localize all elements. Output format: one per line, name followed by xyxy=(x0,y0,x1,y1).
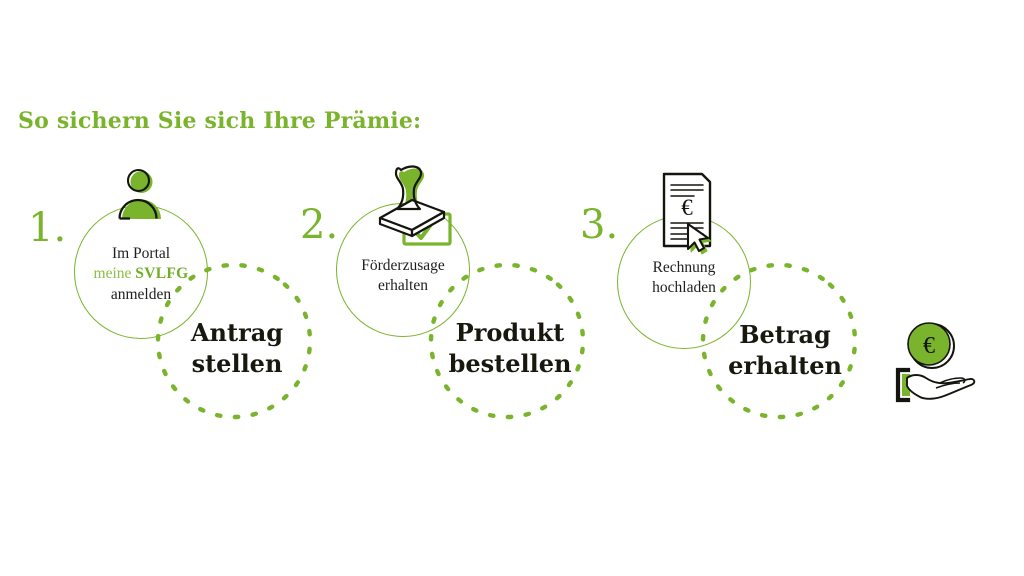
step-2-outcome-line-2: bestellen xyxy=(448,348,572,378)
coin-euro-symbol: € xyxy=(923,333,935,359)
step-1-brand-name: SVLFG xyxy=(135,265,189,283)
step-1-outcome-line-2: stellen xyxy=(191,348,283,378)
stamp-approval-icon xyxy=(366,164,462,256)
step-1-brand-prefix: meine xyxy=(93,265,136,283)
invoice-upload-icon: € xyxy=(658,172,720,255)
step-3-outcome: Betrag erhalten xyxy=(700,320,870,381)
step-2-line-1: Förderzusage xyxy=(361,257,445,274)
step-1-outcome: Antrag stellen xyxy=(152,318,322,379)
step-3-outcome-line-1: Betrag xyxy=(739,320,831,349)
step-3-ordinal: 3. xyxy=(580,202,619,248)
step-3-line-2: hochladen xyxy=(652,279,716,297)
step-3-circle-text: Rechnung hochladen xyxy=(617,258,751,299)
step-2-ordinal: 2. xyxy=(300,202,339,248)
step-2-circle-text: Förderzusage erhalten xyxy=(336,256,470,297)
step-1-ordinal: 1. xyxy=(28,205,67,251)
step-2-line-2: erhalten xyxy=(378,277,428,295)
step-3-line-1: Rechnung xyxy=(652,259,716,276)
step-2-outcome: Produkt bestellen xyxy=(425,318,595,379)
step-2-outcome-line-1: Produkt xyxy=(455,318,565,347)
step-1-line-1: Im Portal xyxy=(111,245,171,262)
coin-in-hand-icon: € xyxy=(876,322,986,404)
step-2-circle xyxy=(336,203,470,337)
step-1-line-2: meine SVLFG xyxy=(74,264,208,284)
person-icon xyxy=(108,168,174,220)
step-1-outcome-line-1: Antrag xyxy=(190,318,284,347)
step-1-line-3: anmelden xyxy=(110,285,172,303)
invoice-euro-symbol: € xyxy=(681,195,693,220)
step-3-outcome-line-2: erhalten xyxy=(728,350,842,380)
page-title: So sichern Sie sich Ihre Prämie: xyxy=(18,108,422,134)
step-1-circle-text: Im Portal meine SVLFG anmelden xyxy=(74,244,208,305)
